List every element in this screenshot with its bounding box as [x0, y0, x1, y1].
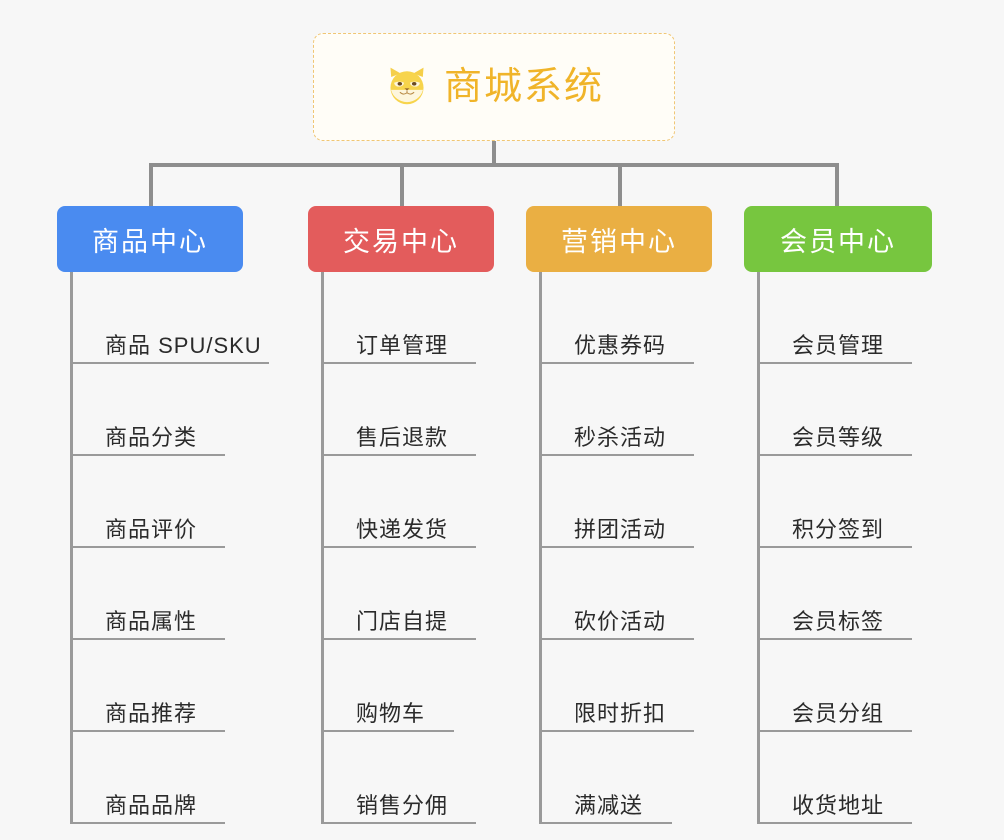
leaf-item-underline: [73, 730, 225, 732]
leaf-item-label: 门店自提: [356, 608, 449, 634]
leaf-item-label: 商品属性: [105, 608, 198, 634]
leaf-item-label: 收货地址: [792, 792, 885, 818]
leaf-item[interactable]: 快递发货: [324, 456, 511, 548]
leaf-item-underline: [760, 638, 912, 640]
leaf-item-label: 售后退款: [356, 424, 449, 450]
leaf-item-label: 秒杀活动: [574, 424, 667, 450]
leaf-item[interactable]: 售后退款: [324, 364, 511, 456]
category-label: 会员中心: [780, 226, 896, 257]
leaf-item-underline: [542, 638, 694, 640]
leaf-item-underline: [542, 822, 672, 824]
leaf-item-underline: [760, 362, 912, 364]
leaf-item-underline: [760, 730, 912, 732]
root-node-shop-system[interactable]: 商城系统: [313, 33, 675, 141]
leaf-item[interactable]: 秒杀活动: [542, 364, 729, 456]
root-title: 商城系统: [443, 66, 604, 108]
leaf-item[interactable]: 积分签到: [760, 456, 947, 548]
category-box-product-center[interactable]: 商品中心: [57, 206, 243, 272]
leaf-column-member-center: 会员管理会员等级积分签到会员标签会员分组收货地址: [757, 272, 947, 824]
leaf-item-label: 商品评价: [105, 516, 198, 542]
leaf-item-label: 砍价活动: [574, 608, 667, 634]
leaf-item-label: 销售分佣: [356, 792, 449, 818]
leaf-item-underline: [760, 546, 912, 548]
leaf-item-label: 商品分类: [105, 424, 198, 450]
leaf-item-label: 优惠券码: [574, 332, 667, 358]
leaf-item[interactable]: 门店自提: [324, 548, 511, 640]
leaf-item-underline: [324, 362, 476, 364]
leaf-item-label: 商品 SPU/SKU: [105, 332, 262, 358]
shiba-dog-face-icon: [390, 67, 424, 105]
leaf-item[interactable]: 砍价活动: [542, 548, 729, 640]
leaf-item-underline: [542, 730, 694, 732]
leaf-item-underline: [73, 454, 225, 456]
leaf-item-underline: [542, 546, 694, 548]
leaf-item-underline: [324, 638, 476, 640]
leaf-item-label: 商品品牌: [105, 792, 198, 818]
leaf-item[interactable]: 购物车: [324, 640, 511, 732]
leaf-item[interactable]: 商品属性: [73, 548, 260, 640]
leaf-item-underline: [542, 362, 694, 364]
category-box-member-center[interactable]: 会员中心: [744, 206, 932, 272]
leaf-column-marketing-center: 优惠券码秒杀活动拼团活动砍价活动限时折扣满减送: [539, 272, 729, 824]
leaf-column-trade-center: 订单管理售后退款快递发货门店自提购物车销售分佣: [321, 272, 511, 824]
leaf-item-label: 商品推荐: [105, 700, 198, 726]
leaf-item[interactable]: 限时折扣: [542, 640, 729, 732]
leaf-item-underline: [324, 822, 476, 824]
leaf-item-underline: [324, 730, 454, 732]
category-label: 营销中心: [561, 226, 677, 257]
leaf-item[interactable]: 商品分类: [73, 364, 260, 456]
leaf-item-label: 会员标签: [792, 608, 885, 634]
leaf-item-underline: [542, 454, 694, 456]
leaf-item[interactable]: 商品评价: [73, 456, 260, 548]
connector-horizontal-bus: [149, 163, 839, 167]
leaf-item[interactable]: 商品推荐: [73, 640, 260, 732]
leaf-item[interactable]: 优惠券码: [542, 272, 729, 364]
leaf-item-underline: [73, 362, 269, 364]
leaf-item-label: 会员分组: [792, 700, 885, 726]
leaf-item-underline: [73, 546, 225, 548]
leaf-item-underline: [73, 638, 225, 640]
leaf-item[interactable]: 销售分佣: [324, 732, 511, 824]
leaf-item[interactable]: 会员标签: [760, 548, 947, 640]
leaf-item[interactable]: 商品品牌: [73, 732, 260, 824]
leaf-item-underline: [760, 454, 912, 456]
connector-root-stem: [492, 141, 496, 166]
leaf-item[interactable]: 拼团活动: [542, 456, 729, 548]
connector-drop-member-center: [835, 163, 839, 206]
leaf-item[interactable]: 商品 SPU/SKU: [73, 272, 269, 364]
leaf-item-label: 快递发货: [356, 516, 449, 542]
leaf-item-label: 积分签到: [792, 516, 885, 542]
connector-drop-product-center: [149, 163, 153, 206]
leaf-item[interactable]: 会员管理: [760, 272, 947, 364]
leaf-item-label: 购物车: [356, 700, 426, 726]
leaf-item[interactable]: 订单管理: [324, 272, 511, 364]
leaf-item-underline: [324, 454, 476, 456]
leaf-item-label: 会员等级: [792, 424, 885, 450]
leaf-item-underline: [760, 822, 912, 824]
leaf-item[interactable]: 会员分组: [760, 640, 947, 732]
leaf-item-label: 满减送: [574, 792, 644, 818]
leaf-item-underline: [324, 546, 476, 548]
category-label: 商品中心: [92, 226, 208, 257]
connector-drop-marketing-center: [618, 163, 622, 206]
category-box-marketing-center[interactable]: 营销中心: [526, 206, 712, 272]
leaf-item[interactable]: 收货地址: [760, 732, 947, 824]
leaf-item-label: 限时折扣: [574, 700, 667, 726]
leaf-column-product-center: 商品 SPU/SKU 商品分类商品评价商品属性商品推荐商品品牌: [70, 272, 269, 824]
leaf-item-underline: [73, 822, 225, 824]
leaf-item-label: 拼团活动: [574, 516, 667, 542]
leaf-item[interactable]: 会员等级: [760, 364, 947, 456]
category-label: 交易中心: [343, 226, 459, 257]
leaf-item-label: 订单管理: [356, 332, 449, 358]
leaf-item[interactable]: 满减送: [542, 732, 729, 824]
leaf-item-label: 会员管理: [792, 332, 885, 358]
category-box-trade-center[interactable]: 交易中心: [308, 206, 494, 272]
connector-drop-trade-center: [400, 163, 404, 206]
